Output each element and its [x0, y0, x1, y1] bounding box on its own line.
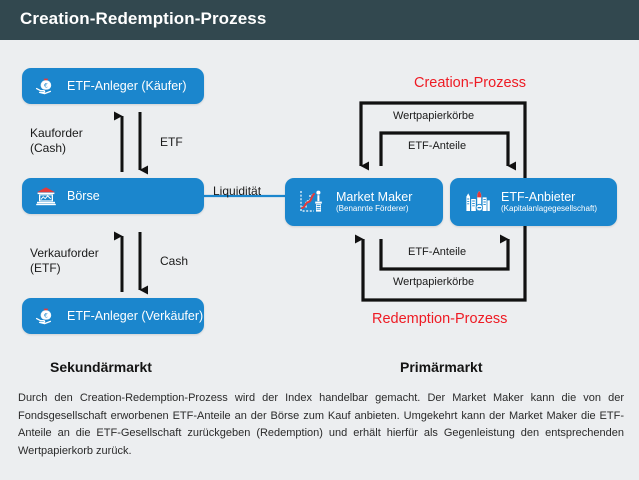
arrow-securities-baskets-redemption	[355, 226, 527, 302]
label-creation-process: Creation-Prozess	[414, 75, 527, 91]
label-sell-order-line1: Verkauforder	[30, 246, 99, 260]
label-etf-shares-redemption: ETF-Anteile	[408, 246, 467, 258]
node-label-group: Market Maker (Benannte Förderer)	[336, 190, 412, 214]
node-title: ETF-Anleger (Käufer)	[67, 79, 187, 93]
money-bag-hand-icon: €	[35, 78, 52, 95]
label-securities-baskets-creation: Wertpapierkörbe	[393, 110, 475, 122]
label-cash: Cash	[160, 254, 189, 268]
node-title: Market Maker	[336, 190, 413, 204]
node-label-group: ETF-Anleger (Verkäufer)	[67, 309, 203, 323]
node-title: ETF-Anleger (Verkäufer)	[67, 309, 204, 323]
node-subtitle: (Benannte Förderer)	[336, 204, 409, 213]
label-securities-baskets-redemption: Wertpapierkörbe	[393, 276, 475, 288]
page-title: Creation-Redemption-Prozess	[20, 9, 267, 28]
chart-trader-icon	[300, 190, 322, 212]
node-title: Börse	[67, 189, 100, 203]
city-skyline-icon	[466, 191, 490, 212]
node-boerse[interactable]: Börse	[22, 178, 204, 214]
label-sell-order-line2: (ETF)	[30, 261, 61, 275]
node-etf-investor-buyer[interactable]: € ETF-Anleger (Käufer)	[22, 68, 204, 104]
node-label-group: Börse	[67, 189, 100, 203]
label-liquidity: Liquidität	[213, 184, 262, 198]
label-sell-order: Verkauforder (ETF)	[30, 246, 99, 276]
node-etf-investor-seller[interactable]: € ETF-Anleger (Verkäufer)	[22, 298, 204, 334]
label-buy-order: Kauforder (Cash)	[30, 126, 83, 156]
svg-text:€: €	[44, 82, 48, 89]
node-etf-provider[interactable]: ETF-Anbieter (Kapitalanlagegesellschaft)	[450, 178, 617, 226]
svg-text:€: €	[44, 312, 48, 319]
node-label-group: ETF-Anbieter (Kapitalanlagegesellschaft)	[501, 190, 597, 214]
label-secondary-market: Sekundärmarkt	[50, 359, 152, 375]
money-bag-hand-icon: €	[35, 308, 52, 325]
label-etf-shares-creation: ETF-Anteile	[408, 140, 467, 152]
label-buy-order-line1: Kauforder	[30, 126, 83, 140]
node-market-maker[interactable]: Market Maker (Benannte Förderer)	[285, 178, 443, 226]
node-subtitle: (Kapitalanlagegesellschaft)	[501, 204, 598, 213]
label-buy-order-line2: (Cash)	[30, 141, 67, 155]
label-redemption-process: Redemption-Prozess	[372, 311, 508, 327]
bank-building-icon	[36, 187, 56, 206]
node-title: ETF-Anbieter	[501, 190, 576, 204]
label-primary-market: Primärmarkt	[400, 359, 483, 375]
footer-description: Durch den Creation-Redemption-Prozess wi…	[18, 392, 624, 457]
label-etf: ETF	[160, 135, 183, 149]
node-label-group: ETF-Anleger (Käufer)	[67, 79, 186, 93]
page-header: Creation-Redemption-Prozess	[0, 0, 639, 40]
